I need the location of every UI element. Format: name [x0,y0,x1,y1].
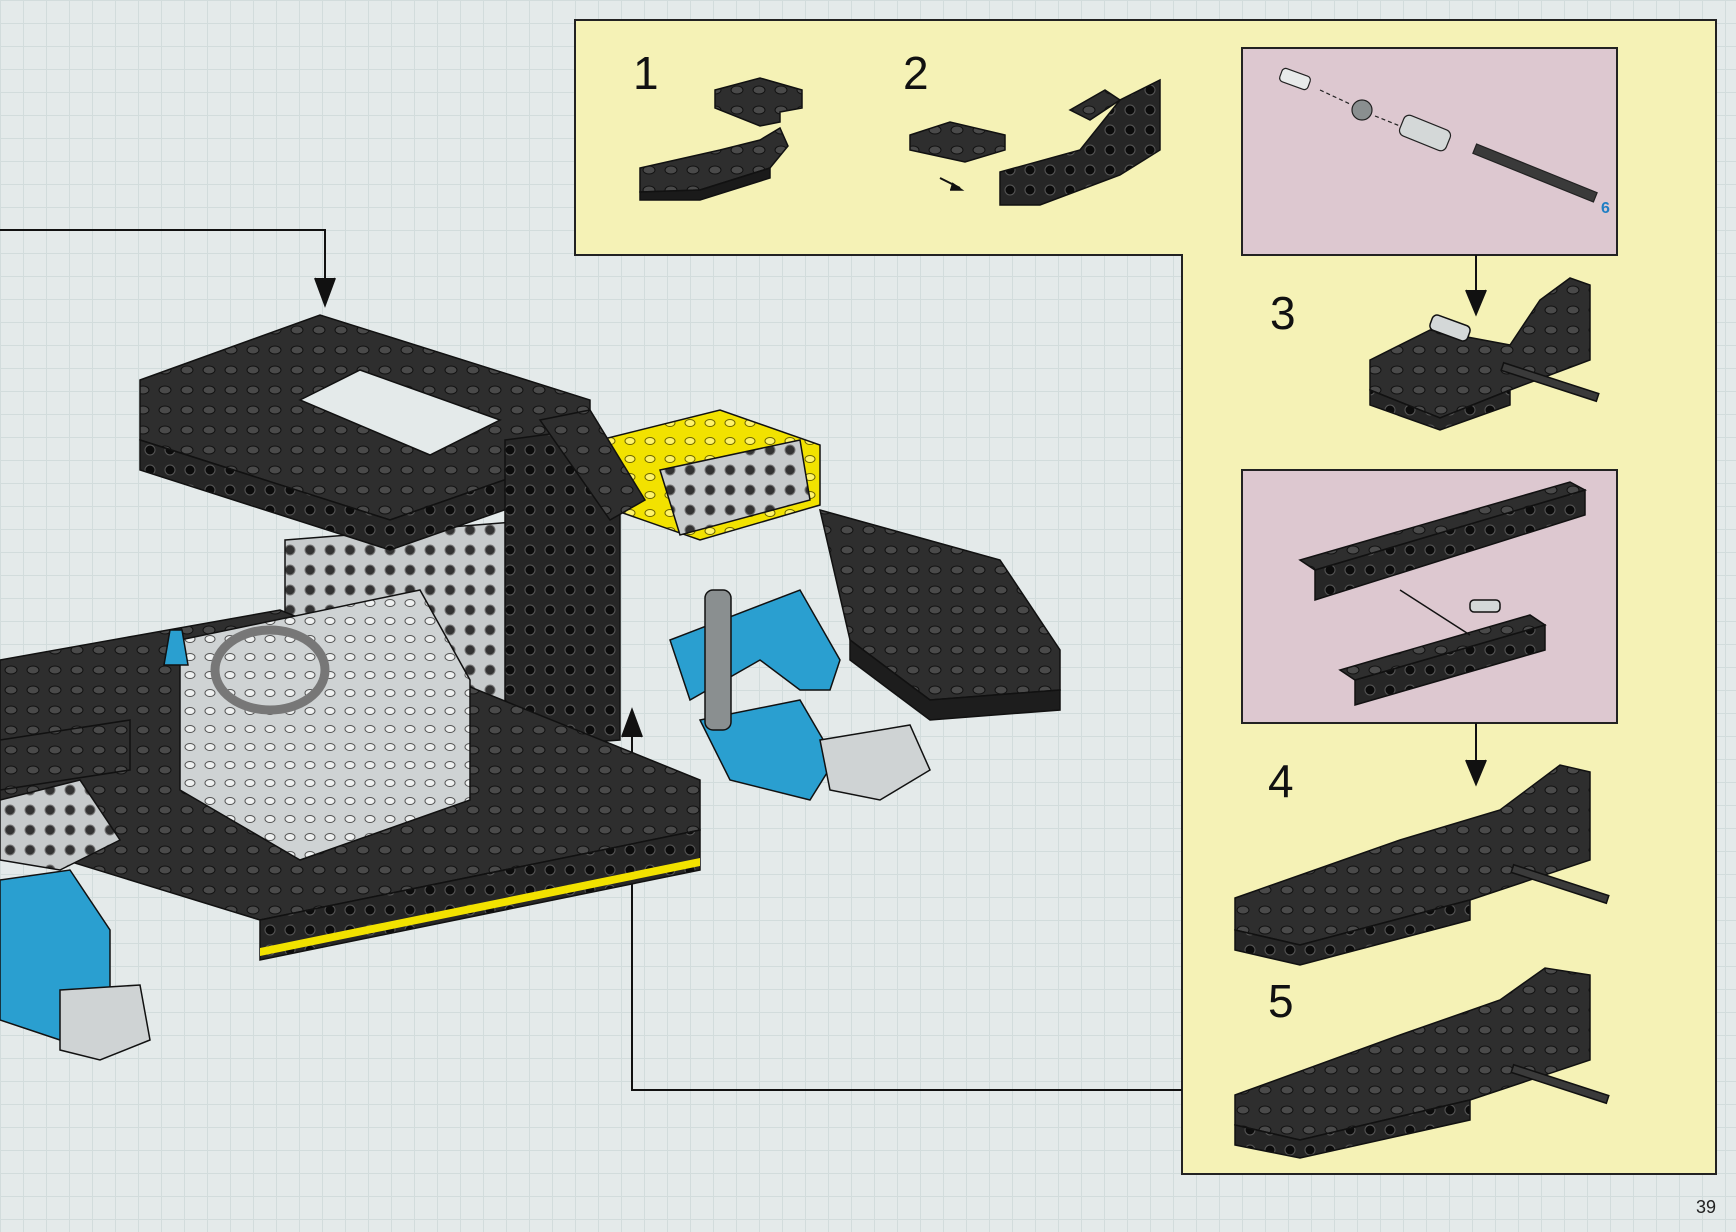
axle-subassembly-parts [1279,67,1598,203]
page-number: 39 [1695,1197,1716,1217]
step-number-1: 1 [633,47,659,99]
guide-line-top [0,229,336,308]
step-number-5: 5 [1268,975,1294,1027]
arrow-box-a-to-step3 [1465,255,1487,317]
step-number-4: 4 [1268,755,1294,807]
beam-subassembly-parts [1298,481,1587,706]
arrow-box-b-to-step4 [1465,723,1487,787]
main-chassis-assembly [0,314,1061,1061]
step4-assembly [1234,764,1610,966]
step3-assembly [1369,277,1600,431]
step1-parts [639,77,803,201]
axle-quantity-label: 6 [1601,200,1610,217]
step-number-3: 3 [1270,287,1296,339]
step-number-2: 2 [903,47,929,99]
steering-wheel [210,625,330,715]
step2-parts [909,78,1161,206]
step5-assembly [1234,967,1610,1159]
